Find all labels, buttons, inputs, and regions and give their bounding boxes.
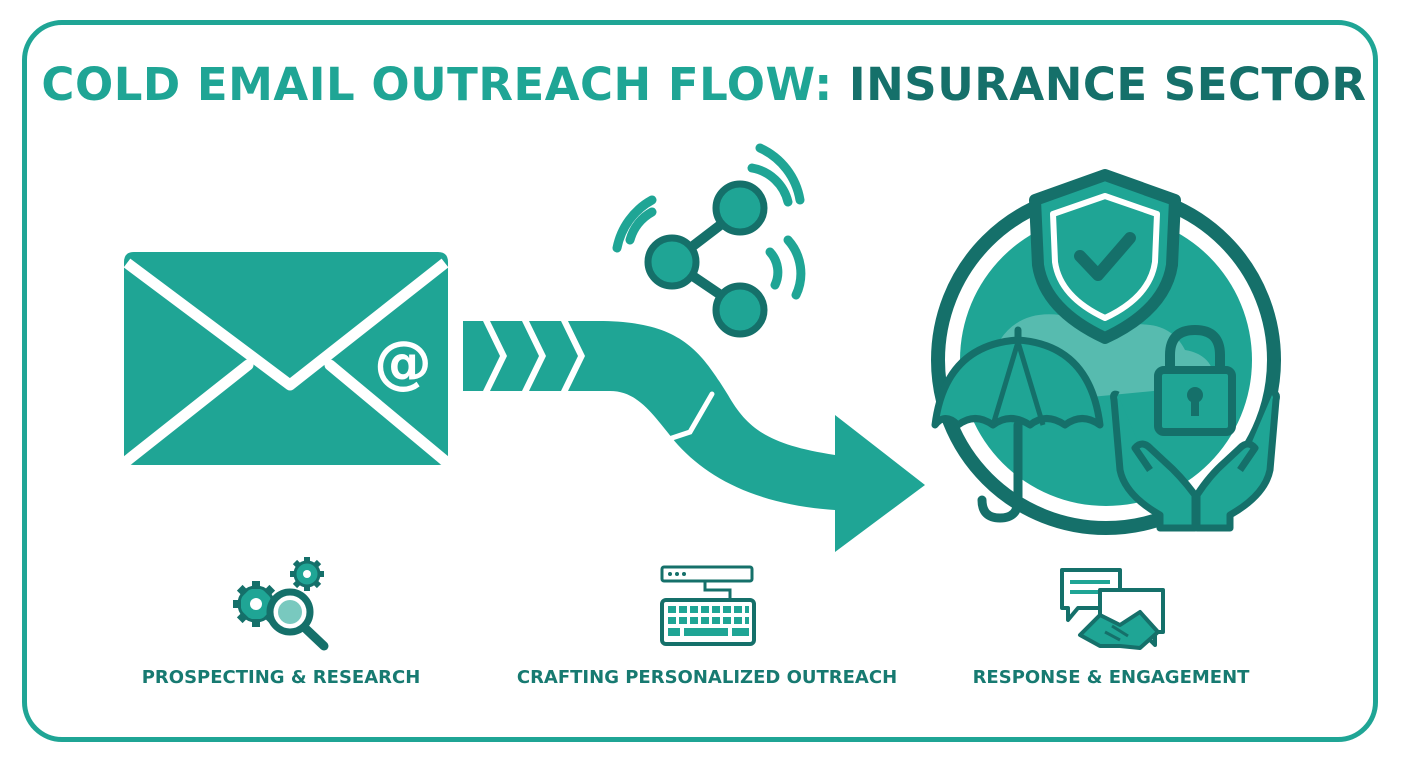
flow-arrow <box>463 321 925 552</box>
diagram-frame <box>22 20 1378 742</box>
padlock-icon <box>1154 324 1236 436</box>
chat-handshake-icon <box>1060 568 1165 650</box>
title-part-2: INSURANCE SECTOR <box>848 58 1367 111</box>
keyboard-icon <box>660 565 756 646</box>
page-title: COLD EMAIL OUTREACH FLOW: INSURANCE SECT… <box>0 58 1408 111</box>
gears-magnifier-icon <box>233 557 329 651</box>
insurance-protection-icon <box>931 169 1281 535</box>
at-symbol: @ <box>374 328 432 396</box>
share-network-icon <box>612 143 806 338</box>
umbrella-icon <box>931 326 1104 523</box>
hands-icon <box>1110 390 1280 532</box>
envelope-icon: @ <box>122 252 450 466</box>
step-label-crafting: CRAFTING PERSONALIZED OUTREACH <box>516 667 898 688</box>
step-label-prospecting: PROSPECTING & RESEARCH <box>141 667 421 688</box>
title-part-1: COLD EMAIL OUTREACH FLOW: <box>41 58 849 111</box>
step-label-response: RESPONSE & ENGAGEMENT <box>972 667 1250 688</box>
